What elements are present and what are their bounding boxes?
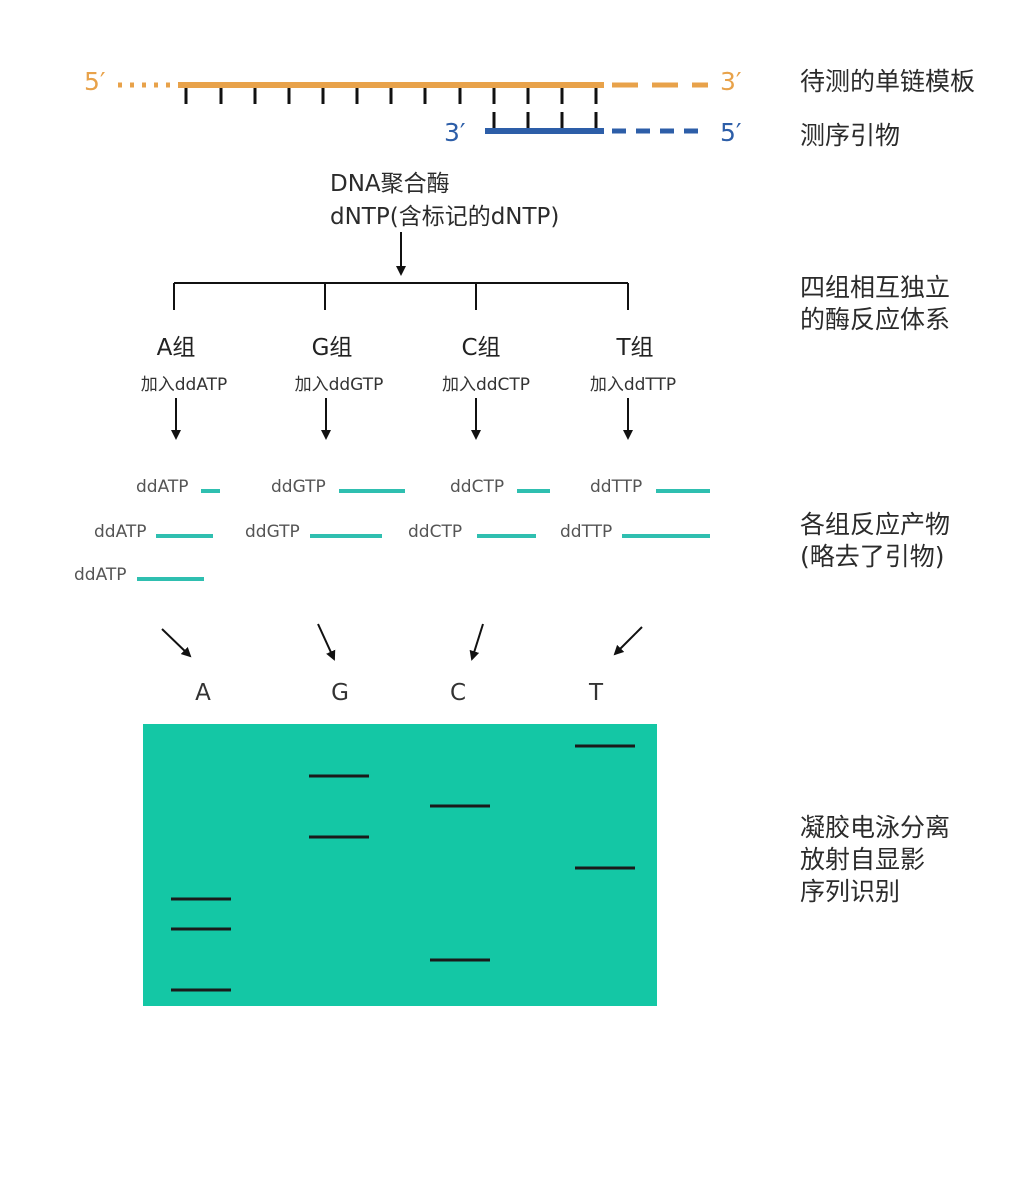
primer-3-prime-label: 3′ [444, 118, 466, 147]
lane-label-t: T [588, 680, 604, 706]
group-bracket [173, 282, 629, 310]
arrow-to-lane-g [317, 623, 336, 661]
lane-label-c: C [449, 680, 467, 706]
template-3-prime-label: 3′ [720, 67, 742, 96]
product-g-2: ddGTP [245, 522, 300, 542]
primer-strand [485, 112, 700, 134]
arrow-to-lane-t [613, 626, 643, 656]
gel-bands [171, 744, 635, 992]
product-g-1: ddGTP [271, 477, 326, 497]
product-a-3: ddATP [74, 565, 127, 585]
group-a-name: A组 [156, 335, 196, 361]
products-label-line2: (略去了引物) [800, 542, 945, 571]
group-t-add: 加入ddTTP [589, 375, 677, 395]
group-c-name: C组 [461, 335, 501, 361]
product-fragments [137, 489, 710, 581]
product-a-2: ddATP [94, 522, 147, 542]
lane-label-a: A [195, 680, 211, 706]
product-t-2: ddTTP [560, 522, 613, 542]
template-label: 待测的单链模板 [800, 67, 976, 96]
products-label-line1: 各组反应产物 [800, 510, 951, 539]
group-g-add: 加入ddGTP [294, 375, 384, 395]
systems-label-line1: 四组相互独立 [800, 273, 951, 302]
product-c-2: ddCTP [408, 522, 463, 542]
group-c-add: 加入ddCTP [441, 375, 531, 395]
group-a-add: 加入ddATP [140, 375, 228, 395]
lane-label-g: G [331, 680, 349, 706]
primer-label: 测序引物 [800, 121, 901, 150]
systems-label-line2: 的酶反应体系 [800, 305, 951, 334]
arrow-to-lane-c [469, 623, 484, 661]
primer-base-ticks [492, 112, 598, 128]
arrow-to-lane-a [161, 628, 192, 658]
template-5-prime-label: 5′ [84, 67, 106, 96]
gel-slab [143, 724, 657, 1006]
gel-label-line2: 放射自显影 [800, 845, 926, 874]
reagent-line1: DNA聚合酶 [330, 171, 450, 197]
gel-label-line1: 凝胶电泳分离 [800, 813, 951, 842]
product-t-1: ddTTP [590, 477, 643, 497]
primer-5-prime-label: 5′ [720, 118, 742, 147]
gel-label-line3: 序列识别 [800, 877, 901, 906]
group-g-name: G组 [311, 335, 353, 361]
reagent-line2: dNTP(含标记的dNTP) [330, 204, 560, 230]
group-t-name: T组 [616, 335, 654, 361]
product-c-1: ddCTP [450, 477, 505, 497]
product-a-1: ddATP [136, 477, 189, 497]
template-base-ticks [184, 88, 598, 104]
template-strand [118, 82, 708, 104]
